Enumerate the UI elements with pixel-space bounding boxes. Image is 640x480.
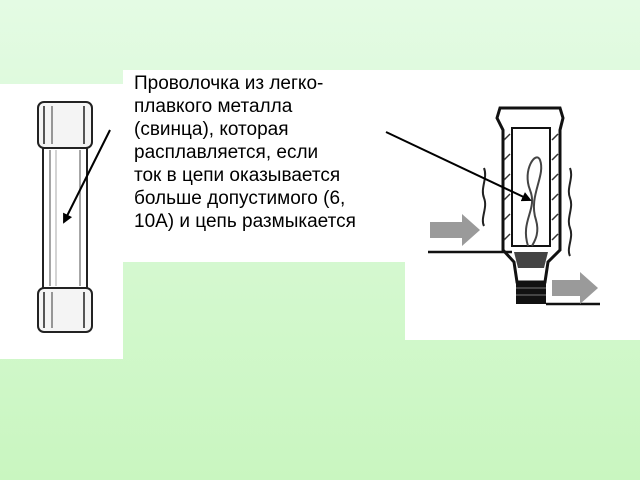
caption-panel [123, 70, 405, 262]
right-side-wave [567, 167, 573, 257]
pointer-arrow-to-cartridge-wire [63, 129, 111, 224]
current-direction-arrows [430, 214, 598, 304]
current-out-arrow [552, 272, 598, 304]
shell-hatching [503, 133, 559, 241]
pointer-arrow-to-fuse-wire [385, 131, 532, 202]
fuse-bottom-contact [516, 282, 546, 304]
fuse-neck [514, 252, 548, 268]
fuse-cross-section-drawing [428, 106, 600, 306]
caption-line-7: 10А) и цепь размыкается [134, 211, 356, 232]
current-in-arrow [430, 214, 480, 246]
left-side-wave [481, 167, 487, 227]
fuse-wire [524, 156, 543, 247]
caption-line-1: Проволочка из легко- [134, 73, 324, 94]
caption-line-6: больше допустимого (6, [134, 188, 346, 209]
caption-line-5: ток в цепи оказывается [134, 165, 341, 186]
caption-line-2: плавкого металла [134, 96, 293, 117]
fuse-wire-caption: Проволочка из легко- плавкого металла (с… [134, 72, 404, 233]
fuse-chamber [511, 127, 551, 247]
caption-line-4: расплавляется, если [134, 142, 319, 163]
cartridge-fuse-drawing [37, 101, 93, 333]
caption-line-3: (свинца), которая [134, 119, 289, 140]
